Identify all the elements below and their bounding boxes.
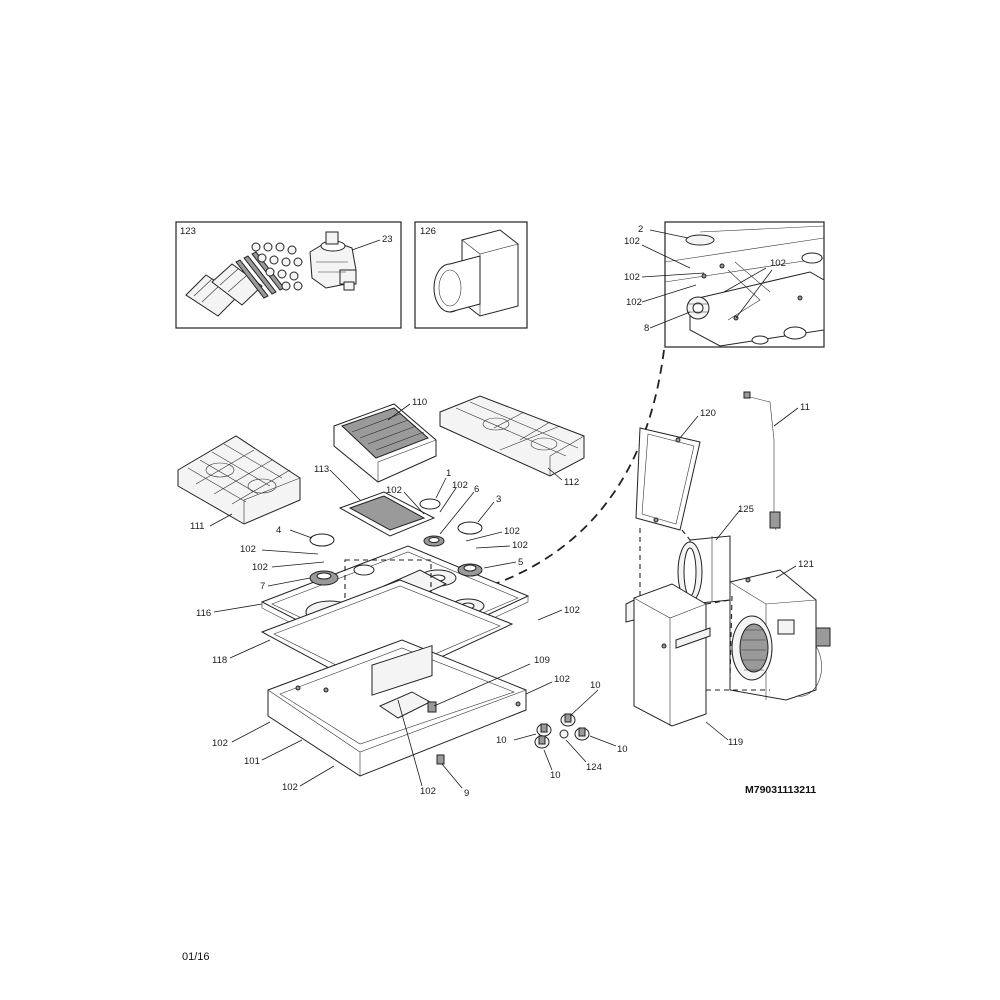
callout-102-i: 102	[504, 526, 520, 537]
callout-102-d: 102	[626, 297, 642, 308]
callout-102-g: 102	[240, 544, 256, 555]
callout-120: 120	[700, 408, 716, 419]
callout-102-h: 102	[252, 562, 268, 573]
burner-base-5-part	[457, 563, 483, 577]
burner-base-7-part	[309, 570, 339, 586]
duct-adapter-125-part	[677, 535, 731, 605]
burner-base-8-part	[686, 296, 710, 320]
callout-113: 113	[314, 464, 329, 475]
callout-102-o: 102	[420, 786, 436, 797]
burner-cap-3-part	[457, 521, 483, 535]
callout-1: 1	[446, 468, 451, 479]
inset-box-126: 126	[414, 221, 528, 329]
control-panel-113-part	[338, 491, 436, 537]
callout-109: 109	[534, 655, 550, 666]
callout-116: 116	[196, 608, 211, 619]
callout-7: 7	[260, 581, 265, 592]
callout-112: 112	[564, 477, 579, 488]
griddle-110-part	[333, 403, 437, 483]
duct-transition-part	[433, 229, 519, 317]
page-number: 01/16	[182, 951, 210, 963]
callout-102-f: 102	[452, 480, 468, 491]
alignment-dashes	[639, 528, 770, 691]
callout-121: 121	[798, 559, 814, 570]
callout-4: 4	[276, 525, 281, 536]
burner-box-101-part	[267, 639, 527, 777]
callout-11: 11	[800, 402, 810, 413]
callout-102-n: 102	[282, 782, 298, 793]
grate-left-111-part	[177, 435, 301, 525]
callout-102-j: 102	[512, 540, 528, 551]
callout-101: 101	[244, 756, 260, 767]
callout-5: 5	[518, 557, 523, 568]
callout-119: 119	[728, 737, 743, 748]
callout-111: 111	[190, 521, 204, 532]
inset-label-123: 123	[180, 226, 196, 237]
callout-6: 6	[474, 484, 479, 495]
callout-124: 124	[586, 762, 602, 773]
callout-102-l: 102	[554, 674, 570, 685]
nuts-part	[251, 242, 303, 291]
callout-102-k: 102	[564, 605, 580, 616]
callout-10-d: 10	[550, 770, 561, 781]
callout-8: 8	[644, 323, 649, 334]
callout-10-c: 10	[617, 744, 628, 755]
callout-102-a: 102	[624, 236, 640, 247]
callout-10-a: 10	[590, 680, 601, 691]
burner-base-6-part	[423, 535, 445, 547]
mounting-brackets-part	[185, 263, 263, 317]
callout-118: 118	[212, 655, 227, 666]
callout-102-b: 102	[624, 272, 640, 283]
callout-125: 125	[738, 504, 754, 515]
callout-3: 3	[496, 494, 501, 505]
callout-9: 9	[464, 788, 469, 799]
grate-right-112-part	[439, 395, 585, 477]
drawing-code: M79031113211	[745, 784, 816, 796]
orifice-9-part	[436, 754, 463, 789]
callout-102-c: 102	[770, 258, 786, 269]
callout-2: 2	[638, 224, 643, 235]
inset-box-123: 123	[175, 221, 402, 329]
callout-102-m: 102	[212, 738, 228, 749]
burner-cap-4-part	[309, 533, 335, 547]
inset-label-126: 126	[420, 226, 436, 237]
pressure-regulator-part	[309, 231, 357, 291]
wire-harness-11-part	[743, 391, 781, 531]
burner-cap-2-part	[685, 234, 715, 246]
burner-cap-1-part	[419, 498, 441, 510]
callout-102-e: 102	[386, 485, 402, 496]
callout-10-b: 10	[496, 735, 507, 746]
vent-box-119-part	[625, 583, 711, 727]
detail-inset-igniter: 2 102 102 102 102 8	[624, 221, 825, 348]
control-knobs-part	[534, 713, 590, 749]
filter-panel-120-part	[635, 427, 701, 531]
blower-121-part	[729, 569, 831, 701]
callout-23: 23	[382, 234, 393, 245]
callout-110: 110	[412, 397, 427, 408]
